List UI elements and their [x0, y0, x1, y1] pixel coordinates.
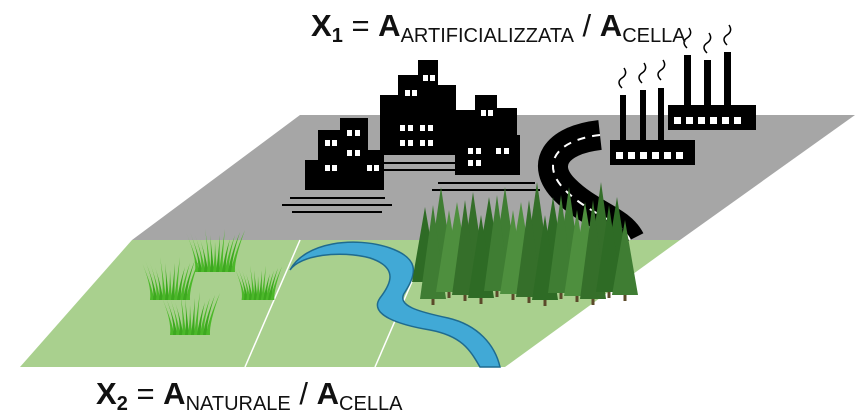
tree-trunk — [479, 298, 483, 304]
city-buildings-icon — [282, 60, 540, 213]
formula-subscript-cell: CELLA — [339, 393, 403, 415]
formula-subscript-cell: CELLA — [622, 25, 686, 47]
formula-subscript-natural: NATURALE — [185, 393, 291, 415]
tree-trunk — [623, 295, 627, 301]
tree — [516, 200, 542, 297]
formula-area-symbol: A — [599, 8, 623, 43]
natural-ratio-formula: X2 = ANATURALE / ACELLA — [96, 378, 402, 414]
tree-trunk — [511, 294, 515, 300]
forest-icon — [412, 182, 638, 306]
grass-tuft — [234, 265, 282, 300]
formula-index: 2 — [116, 393, 128, 415]
tree-trunk — [495, 291, 499, 297]
formula-area-symbol: A — [316, 376, 340, 411]
formula-index: 1 — [331, 25, 343, 47]
formula-area-symbol: A — [163, 376, 186, 411]
formula-var: X — [96, 376, 117, 411]
tree — [452, 200, 478, 295]
river-icon — [289, 241, 501, 368]
factory-icon — [610, 24, 756, 165]
formula-equals: = — [136, 376, 155, 411]
tree-trunk — [431, 299, 435, 305]
formula-area-symbol: A — [378, 8, 401, 43]
tree — [612, 220, 638, 295]
tree-trunk — [463, 295, 467, 301]
tree — [484, 195, 510, 291]
artificial-ratio-formula: X1 = AARTIFICIALIZZATA / ACELLA — [311, 10, 686, 46]
formula-subscript-artificial: ARTIFICIALIZZATA — [400, 25, 574, 47]
formula-equals: = — [351, 8, 370, 43]
formula-slash: / — [299, 376, 309, 411]
grass-tuft — [140, 257, 200, 300]
grass-tuft — [185, 229, 245, 272]
tree-trunk — [559, 293, 563, 299]
tree-trunk — [447, 292, 451, 298]
tree-trunk — [575, 296, 579, 302]
tree-trunk — [591, 299, 595, 305]
formula-var: X — [311, 8, 332, 43]
tree-trunk — [607, 292, 611, 298]
tree — [548, 195, 574, 293]
tree-trunk — [527, 297, 531, 303]
grass-icon — [140, 229, 282, 335]
grass-tuft — [160, 292, 220, 335]
formula-slash: / — [582, 8, 592, 43]
tree — [596, 205, 622, 292]
tree-trunk — [543, 300, 547, 306]
